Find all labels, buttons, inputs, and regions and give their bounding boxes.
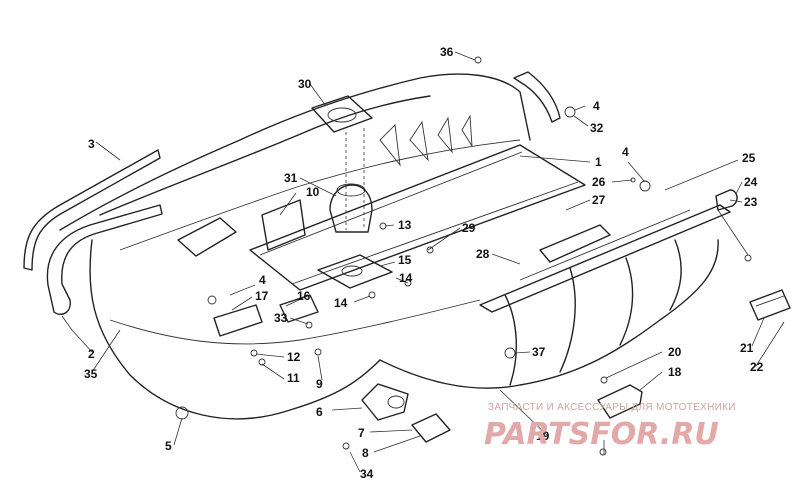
leader-lines <box>61 51 785 473</box>
belly-plate <box>249 144 586 291</box>
callout-labels: 1 2 3 4 4 4 5 6 7 8 9 10 11 12 13 14 14 … <box>84 45 764 481</box>
fasteners <box>175 56 651 456</box>
callout-4b: 4 <box>622 145 629 159</box>
callout-14a: 14 <box>334 296 348 310</box>
watermark: ЗАПЧАСТИ И АКСЕССУАРЫ ДЛЯ МОТОТЕХНИКИ PA… <box>484 402 736 452</box>
callout-4c: 4 <box>259 273 266 287</box>
callout-5: 5 <box>165 439 172 453</box>
callout-34: 34 <box>360 467 374 481</box>
watermark-caption: ЗАПЧАСТИ И АКСЕССУАРЫ ДЛЯ МОТОТЕХНИКИ <box>488 402 736 413</box>
callout-22: 22 <box>750 360 764 374</box>
callout-7: 7 <box>358 426 365 440</box>
callout-23: 23 <box>744 195 758 209</box>
boot-assembly <box>311 95 393 289</box>
callout-30: 30 <box>298 77 312 91</box>
callout-3: 3 <box>88 137 95 151</box>
callout-13: 13 <box>398 218 412 232</box>
callout-2: 2 <box>88 347 95 361</box>
knob <box>715 189 752 262</box>
callout-20: 20 <box>668 345 682 359</box>
callout-24: 24 <box>744 175 758 189</box>
callout-17: 17 <box>255 289 269 303</box>
callout-25: 25 <box>742 151 756 165</box>
callout-35: 35 <box>84 367 98 381</box>
inner-brackets <box>177 199 319 337</box>
callout-1: 1 <box>595 155 602 169</box>
rear-trim-piece <box>513 71 561 123</box>
trim-strip <box>23 149 161 271</box>
callout-37: 37 <box>532 345 546 359</box>
callout-26: 26 <box>592 175 606 189</box>
callout-9: 9 <box>316 377 323 391</box>
callout-21: 21 <box>740 341 754 355</box>
callout-36: 36 <box>440 45 454 59</box>
watermark-logo: PARTSFOR.RU <box>484 417 719 452</box>
callout-10: 10 <box>306 185 320 199</box>
callout-29: 29 <box>462 221 476 235</box>
hood-body <box>59 73 719 420</box>
callout-31: 31 <box>284 171 298 185</box>
side-rail <box>479 204 731 313</box>
callout-14b: 14 <box>399 271 413 285</box>
callout-33: 33 <box>274 311 288 325</box>
actuator <box>361 383 451 443</box>
callout-18: 18 <box>668 365 682 379</box>
callout-28: 28 <box>476 247 490 261</box>
callout-6: 6 <box>316 405 323 419</box>
callout-15: 15 <box>398 253 412 267</box>
callout-16: 16 <box>297 289 311 303</box>
left-bumper <box>46 204 163 316</box>
callout-32: 32 <box>590 121 604 135</box>
callout-27: 27 <box>592 193 606 207</box>
callout-11: 11 <box>287 371 300 385</box>
callout-19: 19 <box>536 429 550 443</box>
rear-light <box>749 289 791 321</box>
callout-12: 12 <box>287 350 301 364</box>
callout-8: 8 <box>362 446 369 460</box>
callout-4a: 4 <box>593 99 600 113</box>
small-bracket <box>597 384 643 419</box>
